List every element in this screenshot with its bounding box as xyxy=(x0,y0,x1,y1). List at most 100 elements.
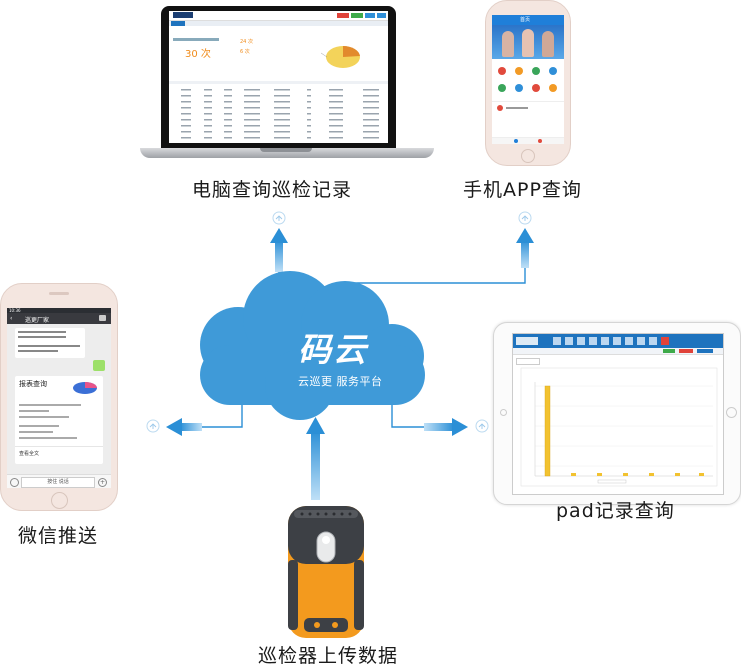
label-mobile-app: 手机APP查询 xyxy=(463,179,582,201)
pad-nav-icon[interactable] xyxy=(565,337,573,345)
pc-green-button[interactable] xyxy=(351,13,363,18)
pad-nav-icon[interactable] xyxy=(637,337,645,345)
wechat-report-card[interactable]: 报表查询 查看全文 xyxy=(15,376,103,464)
card-line xyxy=(19,425,59,427)
phone-app-device: 首页 xyxy=(485,0,571,166)
pc-topbar xyxy=(169,11,388,21)
pc-pie-chart xyxy=(320,45,360,68)
tablet-home-button[interactable] xyxy=(726,407,737,418)
pad-filter-select[interactable] xyxy=(516,358,540,365)
plus-icon[interactable]: + xyxy=(98,478,107,487)
hold-to-talk-button[interactable]: 按住 说话 xyxy=(21,477,95,488)
report-pie-icon xyxy=(73,382,97,394)
pad-green-button[interactable] xyxy=(663,349,675,353)
pad-logo-icon xyxy=(516,337,538,345)
report-card-title: 报表查询 xyxy=(19,380,47,388)
tablet-camera xyxy=(500,409,507,416)
laptop-notch xyxy=(260,148,312,152)
pc-stat-value: 30 次 xyxy=(185,49,211,60)
wechat-statusbar: 10:36 xyxy=(7,308,111,313)
person-figure-icon xyxy=(522,29,534,57)
card-read-more-link[interactable]: 查看全文 xyxy=(19,451,40,457)
wechat-time: 10:36 xyxy=(9,308,21,313)
pc-nav xyxy=(169,21,388,26)
profile-icon[interactable] xyxy=(99,315,106,321)
message-line xyxy=(18,331,66,333)
laptop-screen: 30 次 24 次 6 次 xyxy=(169,11,388,143)
pad-nav-icon[interactable] xyxy=(649,337,657,345)
phone-wechat-screen: 10:36 ‹ 巡更厂家 报表查询 查看全文 xyxy=(7,308,111,488)
message-line xyxy=(18,345,80,347)
pad-header xyxy=(513,334,723,348)
pad-bar xyxy=(597,473,602,476)
message-line xyxy=(18,336,66,338)
wechat-input-bar: 按住 说话 + xyxy=(7,474,111,488)
pc-table xyxy=(181,89,379,139)
pad-bar-chart xyxy=(520,367,718,487)
label-wechat: 微信推送 xyxy=(18,525,99,547)
home-button[interactable] xyxy=(521,149,535,163)
cloud-shape xyxy=(200,271,425,420)
laptop-base xyxy=(140,148,434,158)
back-arrow-icon[interactable]: ‹ xyxy=(10,315,13,322)
pc-table-header xyxy=(169,81,388,84)
pad-bar xyxy=(571,473,576,476)
arrow-from-device xyxy=(306,417,325,500)
pad-nav-icon[interactable] xyxy=(625,337,633,345)
pad-bar xyxy=(699,473,704,476)
pc-stat-caption xyxy=(173,38,219,41)
person-figure-icon xyxy=(502,31,514,57)
wechat-message-bubble xyxy=(15,328,85,358)
phone-wechat-device: 10:36 ‹ 巡更厂家 报表查询 查看全文 xyxy=(0,283,118,511)
tab-user-icon[interactable] xyxy=(538,139,542,143)
pc-nav-active-tab[interactable] xyxy=(171,21,185,26)
pad-red-button[interactable] xyxy=(679,349,693,353)
pad-bar xyxy=(675,473,680,476)
pad-nav-icon[interactable] xyxy=(553,337,561,345)
card-divider xyxy=(15,446,103,447)
cloud-logo: 码云 xyxy=(298,330,368,369)
pad-bar xyxy=(649,473,654,476)
cloud-upload-icon-app xyxy=(518,211,532,225)
pc-blue-button[interactable] xyxy=(365,13,375,18)
card-line xyxy=(19,431,53,433)
pad-nav-icon[interactable] xyxy=(589,337,597,345)
label-device: 巡检器上传数据 xyxy=(258,645,399,667)
pc-stat-small-2: 6 次 xyxy=(240,49,250,55)
pad-toolbar xyxy=(513,348,723,355)
person-figure-icon xyxy=(542,31,554,57)
cloud-subtitle: 云巡更 服务平台 xyxy=(298,375,383,388)
patrol-device xyxy=(288,506,364,638)
pad-nav-icon[interactable] xyxy=(601,337,609,345)
label-pc: 电脑查询巡检记录 xyxy=(192,179,353,201)
phone-speaker xyxy=(49,292,69,295)
card-line xyxy=(19,410,49,412)
cloud-upload-icon-pad xyxy=(475,419,489,433)
tab-home-icon[interactable] xyxy=(514,139,518,143)
pc-red-button[interactable] xyxy=(337,13,349,18)
label-pad: pad记录查询 xyxy=(556,500,675,522)
voice-icon[interactable] xyxy=(10,478,19,487)
wechat-chat-title: 巡更厂家 xyxy=(25,317,50,324)
home-button[interactable] xyxy=(51,492,68,509)
pc-logo-icon xyxy=(173,12,193,18)
pad-blue-button[interactable] xyxy=(697,349,713,353)
cloud-upload-icon-pc xyxy=(272,211,286,225)
wechat-reply-bubble xyxy=(93,360,105,371)
pad-nav-icon[interactable] xyxy=(577,337,585,345)
card-line xyxy=(19,416,69,418)
phone-app-tabbar xyxy=(492,137,564,144)
pad-bar xyxy=(544,385,551,477)
laptop-device: 30 次 24 次 6 次 xyxy=(161,6,396,148)
arrow-to-pad xyxy=(391,395,489,436)
pad-bar xyxy=(623,473,628,476)
app-grid-icons xyxy=(498,67,557,92)
message-line xyxy=(18,350,58,352)
phone-app-title: 首页 xyxy=(520,17,531,23)
pad-nav-icon[interactable] xyxy=(661,337,669,345)
pad-nav-icon[interactable] xyxy=(613,337,621,345)
phone-app-header: 首页 xyxy=(492,15,564,25)
card-line xyxy=(19,437,77,439)
pc-blue-button-2[interactable] xyxy=(377,13,386,18)
cloud-upload-icon-wechat xyxy=(146,419,160,433)
